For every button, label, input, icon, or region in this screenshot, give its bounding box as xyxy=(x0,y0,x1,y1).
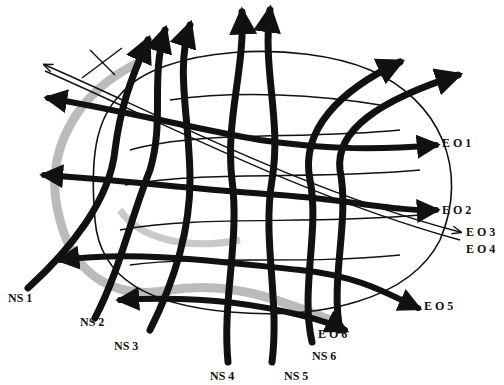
street-label: E O 1 xyxy=(442,137,471,149)
street-label: E O 5 xyxy=(424,300,453,312)
street-label: NS 1 xyxy=(8,292,32,304)
street-label: NS 5 xyxy=(284,370,308,382)
street-label: NS 6 xyxy=(312,350,336,362)
street-label: E O 4 xyxy=(466,243,495,255)
street-label: E O 3 xyxy=(466,226,495,238)
street-label: NS 3 xyxy=(114,340,138,352)
street-label: E O 6 xyxy=(318,328,347,340)
street-label: NS 4 xyxy=(210,370,234,382)
street-label: NS 2 xyxy=(80,316,104,328)
street-label: E O 2 xyxy=(442,204,471,216)
